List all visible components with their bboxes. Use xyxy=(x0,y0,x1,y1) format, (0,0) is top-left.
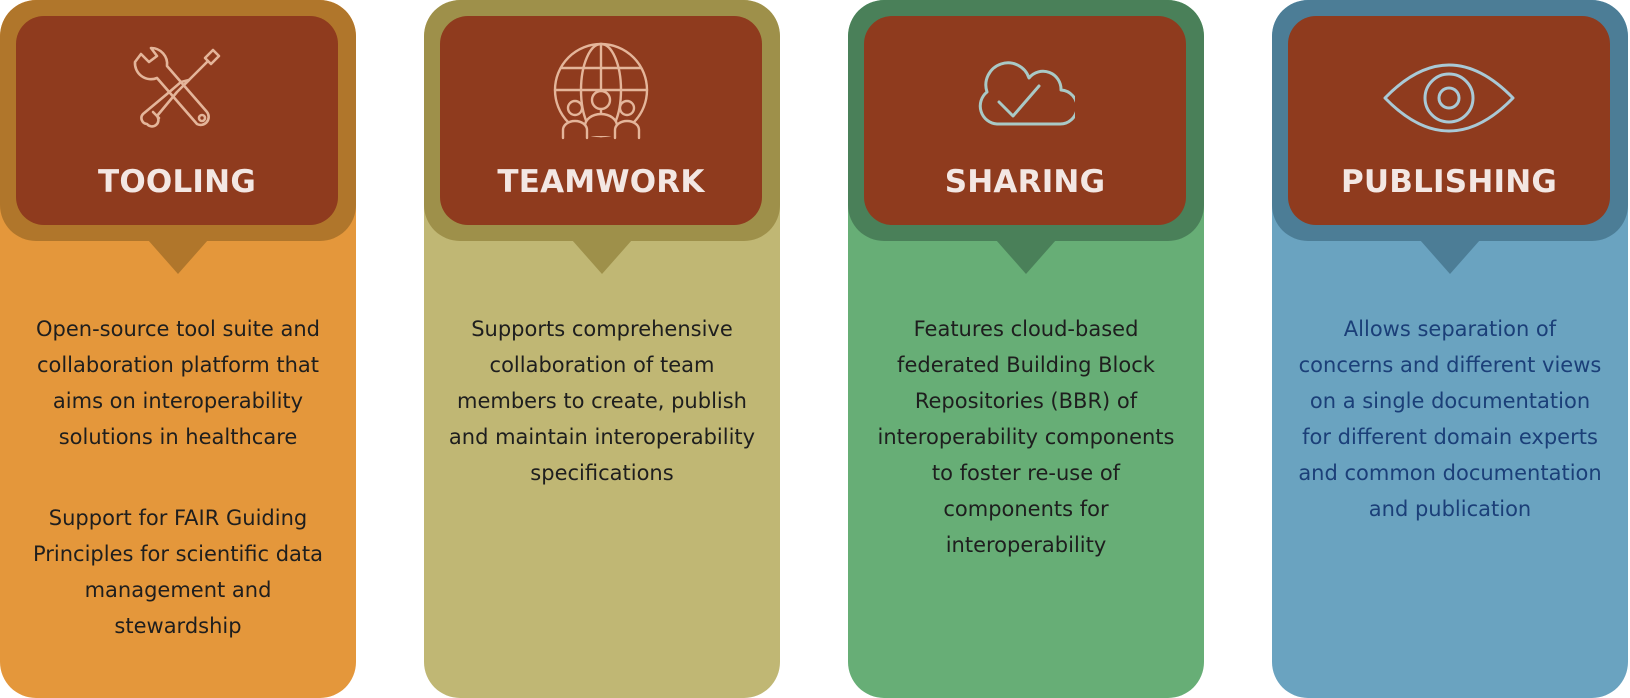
cloud-check-icon xyxy=(975,42,1075,142)
card-description: Features cloud-based federated Building … xyxy=(872,311,1180,608)
header-pointer xyxy=(1420,240,1480,274)
header-pointer xyxy=(996,240,1056,274)
card-title: PUBLISHING xyxy=(1340,164,1557,200)
card-title: TEAMWORK xyxy=(497,164,705,200)
card-title: TOOLING xyxy=(98,164,256,200)
card-paragraph: Supports comprehensive collaboration of … xyxy=(448,317,756,485)
card-tooling: TOOLING Open-source tool suite and colla… xyxy=(0,0,356,698)
header-pointer xyxy=(572,240,632,274)
globe-people-icon xyxy=(551,42,651,142)
header-inner: PUBLISHING xyxy=(1288,16,1610,225)
header-inner: TEAMWORK xyxy=(440,16,762,225)
card-description: Open-source tool suite and collaboration… xyxy=(24,311,332,689)
card-teamwork: TEAMWORK Supports comprehensive collabor… xyxy=(424,0,780,698)
card-sharing: SHARING Features cloud-based federated B… xyxy=(848,0,1204,698)
card-description: Supports comprehensive collaboration of … xyxy=(448,311,756,536)
eye-icon xyxy=(1381,42,1517,142)
card-paragraph: Support for FAIR Guiding Principles for … xyxy=(32,506,324,638)
card-paragraph: Allows separation of concerns and differ… xyxy=(1298,317,1602,521)
header-inner: TOOLING xyxy=(16,16,338,225)
card-paragraph: Features cloud-based federated Building … xyxy=(877,317,1175,557)
card-publishing: PUBLISHING Allows separation of concerns… xyxy=(1272,0,1628,698)
card-title: SHARING xyxy=(944,164,1106,200)
card-paragraph: Open-source tool suite and collaboration… xyxy=(36,317,320,449)
header-pointer xyxy=(148,240,208,274)
wrench-screwdriver-icon xyxy=(127,42,227,142)
header-inner: SHARING xyxy=(864,16,1186,225)
card-description: Allows separation of concerns and differ… xyxy=(1296,311,1604,572)
